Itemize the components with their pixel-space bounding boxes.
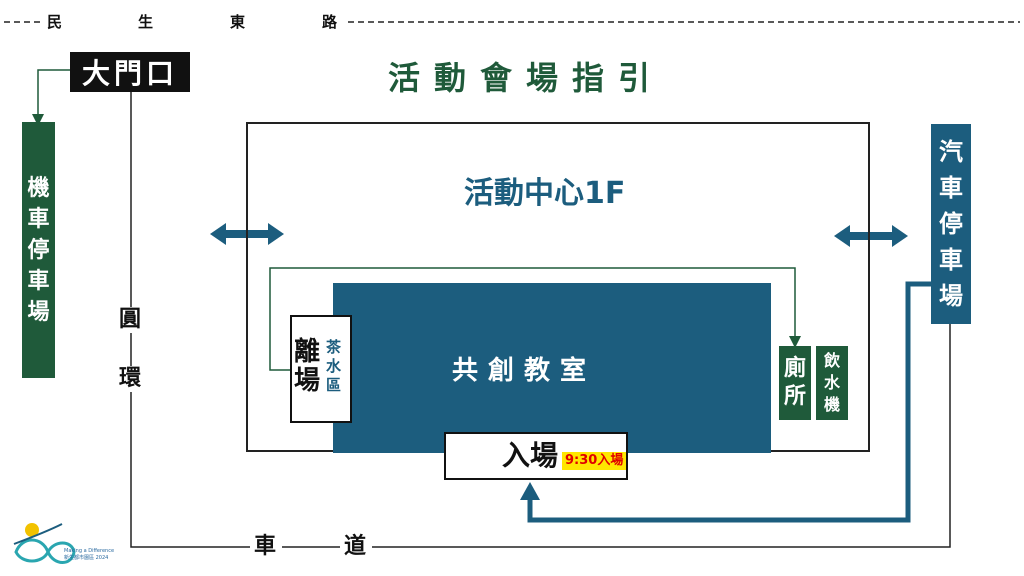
street-name-char: 民	[47, 13, 63, 31]
classroom-label: 共創教室	[452, 356, 597, 386]
entrance-up-arrow	[520, 482, 540, 500]
car-parking-label: 汽 車 停 車 場	[931, 124, 971, 324]
roundabout-char: 環	[119, 366, 142, 392]
driveway-char: 車	[254, 534, 277, 560]
exit-to-restroom-path	[269, 267, 801, 371]
driveway-char: 道	[344, 534, 367, 560]
restroom-label: 廁 所	[779, 346, 811, 420]
roundabout-char: 圓	[119, 307, 142, 333]
gate-to-moto-arrow	[32, 69, 70, 126]
street-name-char: 路	[322, 13, 338, 31]
main-gate-label: 大門口	[70, 52, 190, 92]
street-name-char: 生	[138, 13, 154, 31]
motorcycle-parking-label: 機 車 停 車 場	[22, 122, 55, 378]
exit-box	[290, 315, 352, 423]
street-name-char: 東	[230, 13, 246, 31]
entrance-time-badge: 9:30入場	[562, 452, 627, 470]
logo-icon	[13, 523, 76, 564]
tea-area-label: 茶 水 區	[326, 338, 342, 394]
entrance-label: 入場	[502, 439, 559, 472]
right-double-arrow	[834, 225, 908, 247]
exit-label: 離 場	[294, 337, 321, 396]
activity-center-label: 活動中心1F	[464, 176, 626, 211]
water-dispenser-label: 飲 水 機	[816, 346, 848, 420]
driveway-line	[372, 324, 951, 548]
page-title: 活動會場指引	[388, 59, 665, 97]
classroom-block	[333, 283, 771, 453]
logo-text: Making a Difference 新生都市園區 2024	[64, 548, 115, 561]
car-to-entrance-path	[527, 281, 931, 523]
driveway-line	[130, 92, 250, 548]
